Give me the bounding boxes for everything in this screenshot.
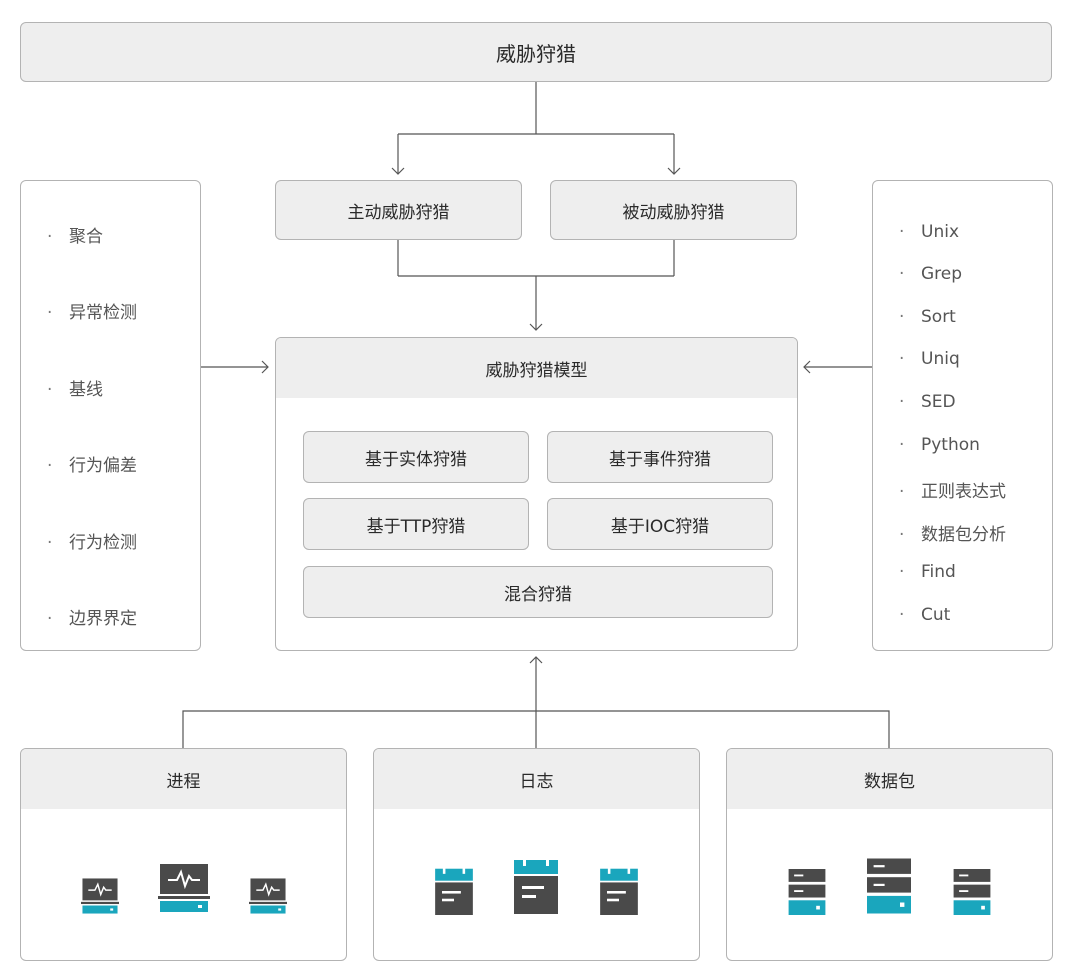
model-title: 威胁狩猎模型: [485, 360, 588, 381]
list-item: ·正则表达式: [899, 482, 1006, 502]
packet-icons: [767, 849, 1012, 915]
top-box: 威胁狩猎: [20, 22, 1052, 82]
list-item: ·SED: [899, 392, 956, 412]
passive-hunting-box: 被动威胁狩猎: [550, 180, 797, 240]
log-icons: [414, 849, 659, 915]
model-item-event: 基于事件狩猎: [547, 431, 773, 483]
model-item-ioc: 基于IOC狩猎: [547, 498, 773, 550]
monitor-icon: [157, 864, 210, 912]
list-item: ·Sort: [899, 307, 956, 327]
list-item: ·Uniq: [899, 349, 960, 369]
model-header: 威胁狩猎模型: [276, 338, 797, 398]
server-icon: [953, 869, 991, 915]
server-icon: [867, 858, 912, 914]
list-item: ·行为检测: [47, 533, 137, 553]
source-header: 数据包: [727, 749, 1052, 809]
top-title: 威胁狩猎: [496, 41, 576, 66]
calendar-icon: [434, 867, 473, 915]
source-header: 日志: [374, 749, 699, 809]
monitor-icon: [248, 878, 287, 914]
list-item: ·数据包分析: [899, 525, 1006, 545]
source-box-packet: 数据包: [726, 748, 1053, 961]
list-item: ·基线: [47, 380, 103, 400]
list-item: ·Python: [899, 435, 980, 455]
list-item: ·Grep: [899, 264, 963, 284]
monitor-icon: [80, 878, 119, 914]
server-icon: [788, 869, 826, 915]
source-box-log: 日志: [373, 748, 700, 961]
list-item: ·Find: [899, 562, 956, 582]
list-item: ·行为偏差: [47, 456, 137, 476]
source-header: 进程: [21, 749, 346, 809]
model-item-entity: 基于实体狩猎: [303, 431, 529, 483]
process-icons: [61, 849, 306, 915]
hunting-model-box: 威胁狩猎模型 基于实体狩猎 基于事件狩猎 基于TTP狩猎 基于IOC狩猎 混合狩…: [275, 337, 798, 651]
passive-hunting-label: 被动威胁狩猎: [622, 202, 725, 223]
active-hunting-box: 主动威胁狩猎: [275, 180, 522, 240]
list-item: ·边界界定: [47, 609, 137, 629]
active-hunting-label: 主动威胁狩猎: [347, 202, 450, 223]
model-item-hybrid: 混合狩猎: [303, 566, 773, 618]
right-tool-list: ·Unix ·Grep ·Sort ·Uniq ·SED ·Python ·正则…: [872, 180, 1053, 651]
source-box-process: 进程: [20, 748, 347, 961]
left-technique-list: ·聚合 ·异常检测 ·基线 ·行为偏差 ·行为检测 ·边界界定: [20, 180, 201, 651]
calendar-icon: [514, 858, 559, 914]
list-item: ·Unix: [899, 222, 960, 242]
model-item-ttp: 基于TTP狩猎: [303, 498, 529, 550]
list-item: ·聚合: [47, 227, 103, 247]
calendar-icon: [600, 867, 638, 915]
list-item: ·Cut: [899, 605, 951, 625]
list-item: ·异常检测: [47, 303, 137, 323]
